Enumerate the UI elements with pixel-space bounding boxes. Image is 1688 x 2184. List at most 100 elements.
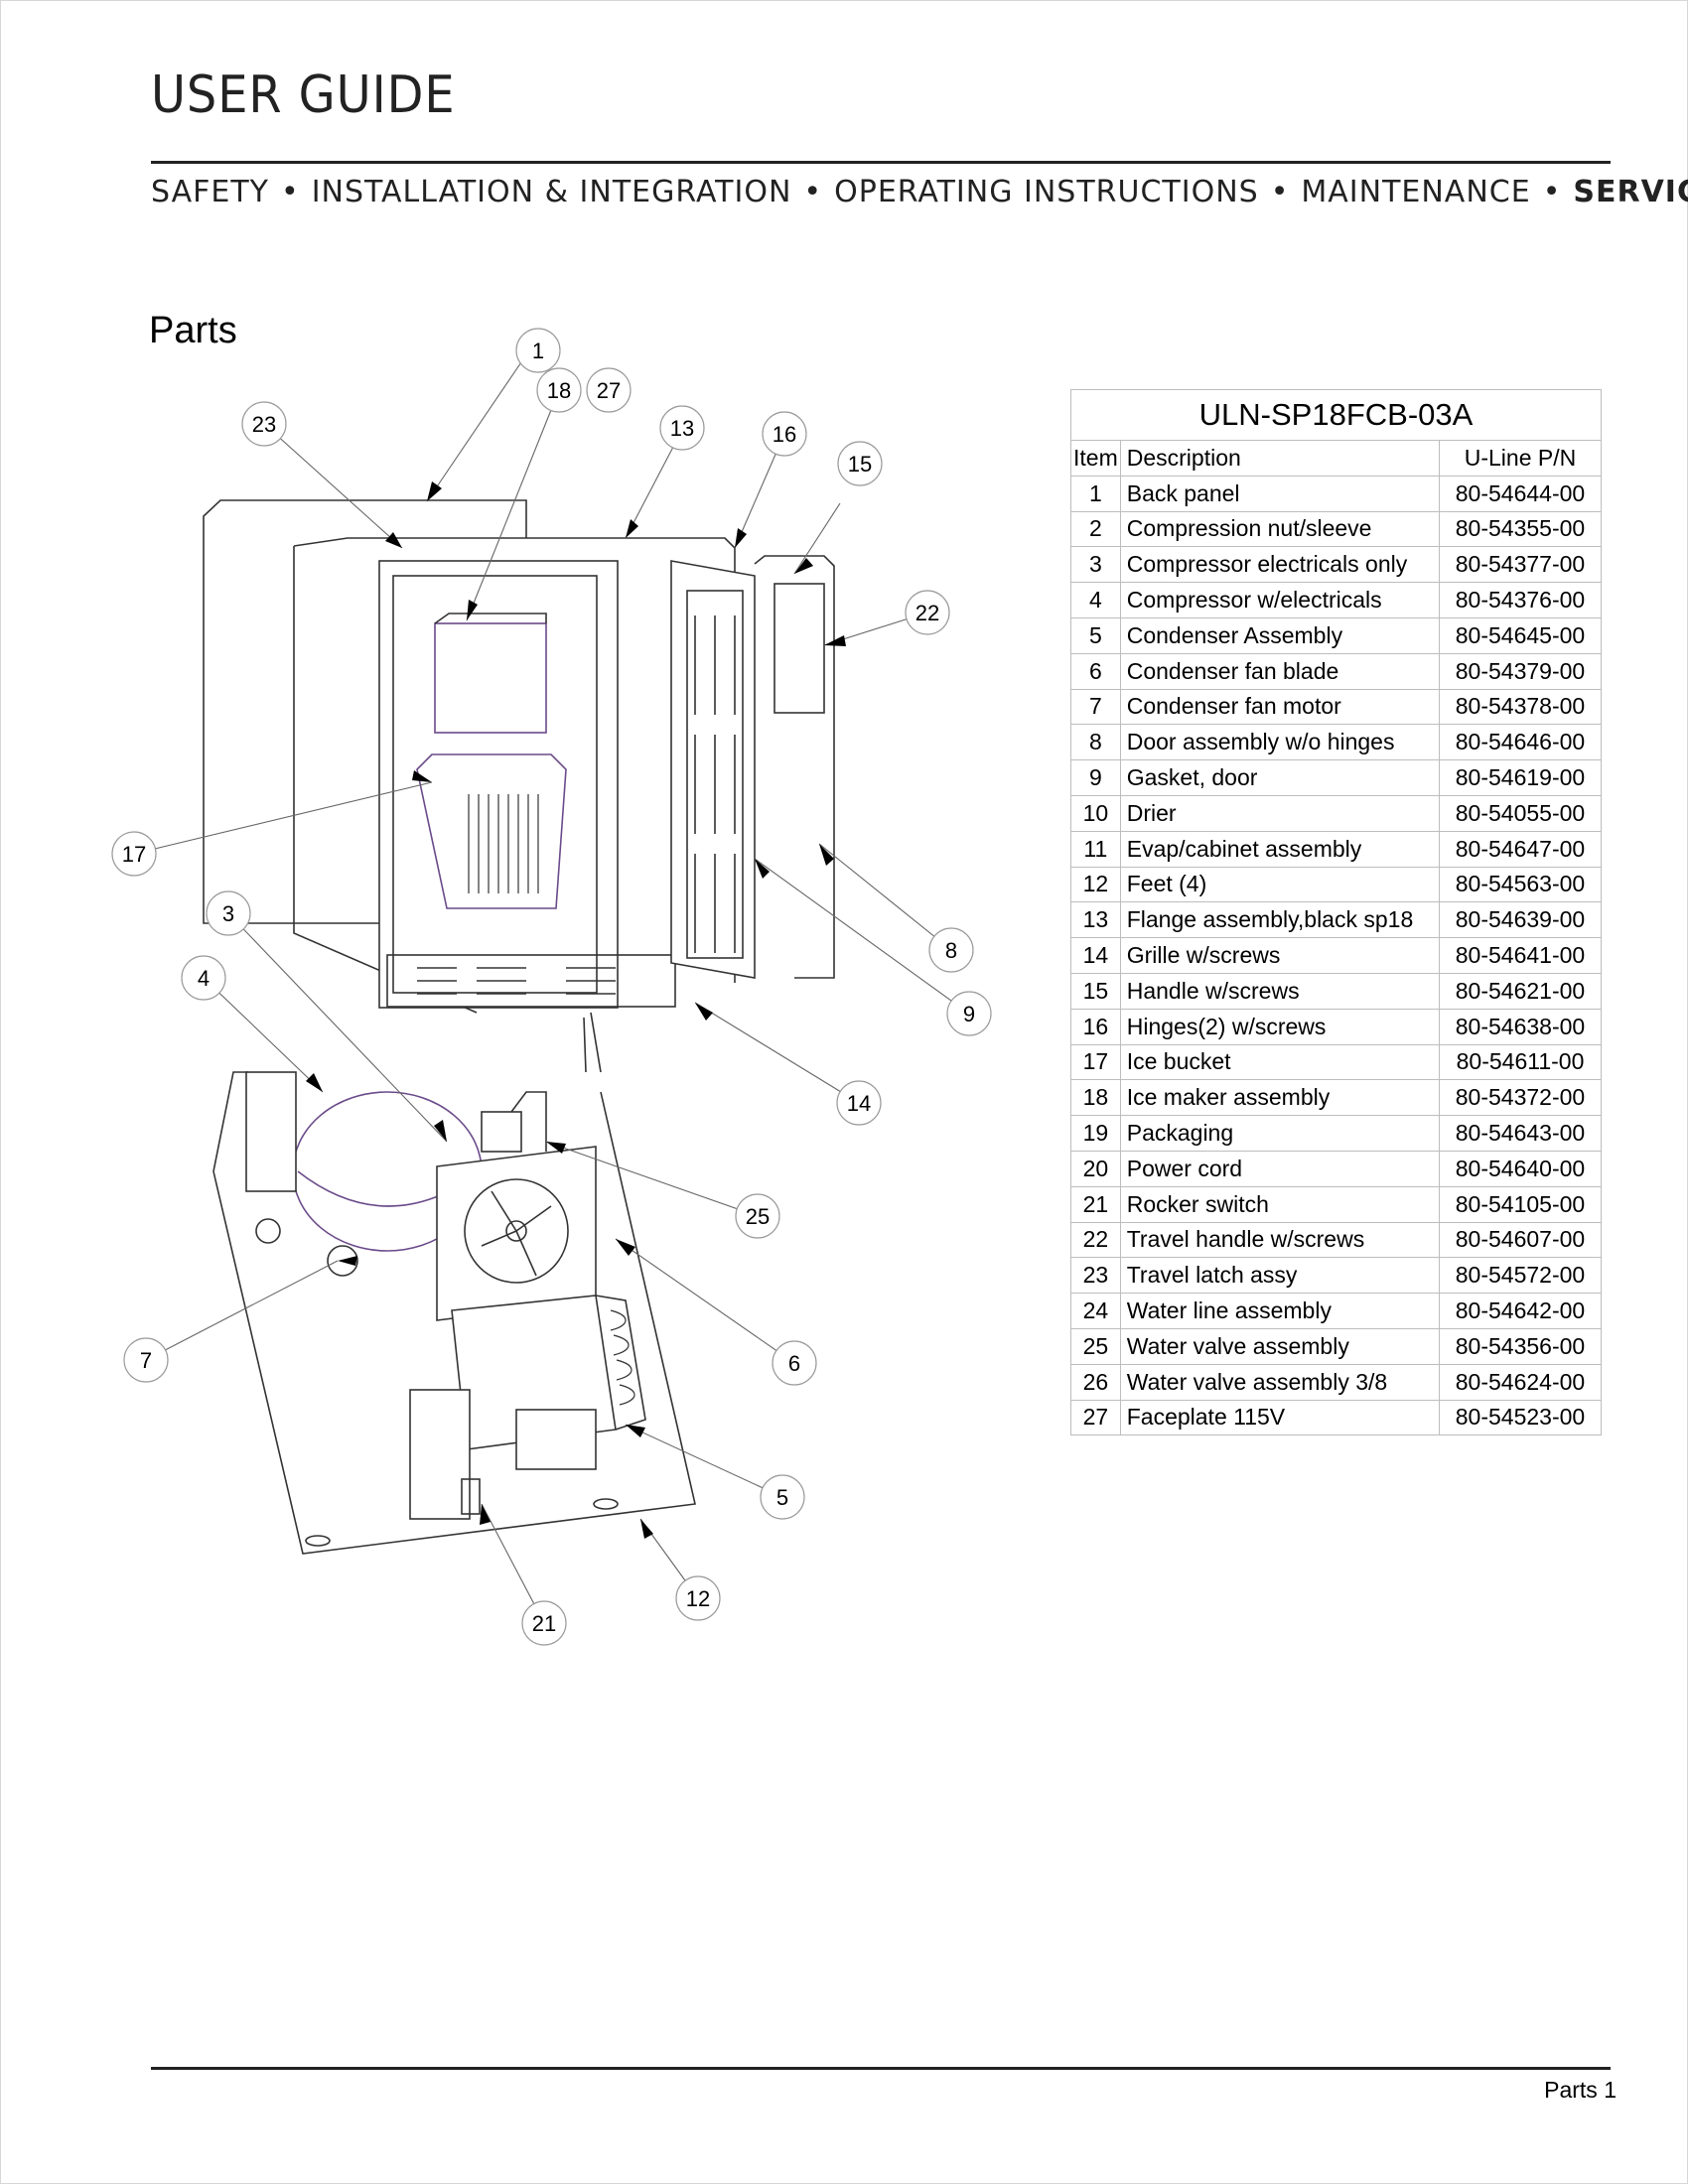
part-number-cell: 80-54055-00	[1439, 794, 1602, 832]
callout-bubble: 4	[181, 955, 226, 1001]
header-rule	[151, 161, 1611, 164]
section-service: SERVICE	[1573, 175, 1688, 209]
callout-number: 27	[597, 378, 621, 403]
callout-bubble: 27	[586, 367, 632, 413]
description-cell: Handle w/screws	[1119, 972, 1441, 1010]
item-number-cell: 11	[1070, 830, 1121, 868]
item-number-cell: 2	[1070, 510, 1121, 548]
part-number-cell: 80-54643-00	[1439, 1115, 1602, 1152]
part-number-cell: 80-54563-00	[1439, 866, 1602, 903]
description-cell: Water valve assembly	[1119, 1327, 1441, 1365]
part-number-cell: 80-54572-00	[1439, 1257, 1602, 1295]
footer-rule	[151, 2067, 1611, 2070]
description-cell: Back panel	[1119, 475, 1441, 512]
callout-bubble: 21	[521, 1600, 567, 1646]
section-operating: OPERATING INSTRUCTIONS	[834, 175, 1259, 209]
item-number-cell: 25	[1070, 1327, 1121, 1365]
callout-bubble: 18	[536, 367, 582, 413]
part-number-cell: 80-54645-00	[1439, 616, 1602, 654]
description-cell: Grille w/screws	[1119, 937, 1441, 974]
item-number-cell: 14	[1070, 937, 1121, 974]
callout-bubble: 1	[515, 328, 561, 373]
callout-number: 21	[532, 1611, 556, 1636]
callout-bubble: 12	[675, 1575, 721, 1621]
description-cell: Packaging	[1119, 1115, 1441, 1152]
callout-number: 22	[915, 601, 939, 625]
description-cell: Flange assembly,black sp18	[1119, 901, 1441, 939]
item-number-cell: 6	[1070, 652, 1121, 690]
part-number-cell: 80-54640-00	[1439, 1150, 1602, 1187]
callout-number: 23	[252, 412, 276, 437]
part-number-cell: 80-54379-00	[1439, 652, 1602, 690]
part-number-cell: 80-54638-00	[1439, 1008, 1602, 1045]
section-safety: SAFETY	[151, 175, 269, 209]
description-cell: Power cord	[1119, 1150, 1441, 1187]
section-nav: SAFETY • INSTALLATION & INTEGRATION • OP…	[151, 175, 1688, 209]
description-cell: Condenser fan motor	[1119, 688, 1441, 726]
description-cell: Door assembly w/o hinges	[1119, 724, 1441, 761]
parts-table: ULN-SP18FCB-03A Item Description U-Line …	[1070, 389, 1602, 1436]
part-number-cell: 80-54644-00	[1439, 475, 1602, 512]
callout-bubble: 14	[836, 1080, 882, 1126]
column-header-item: Item	[1070, 440, 1121, 477]
callout-number: 8	[945, 938, 957, 963]
callout-number: 1	[532, 339, 544, 363]
callout-number: 18	[547, 378, 571, 403]
bullet-separator: •	[803, 175, 823, 209]
callout-number: 15	[848, 452, 872, 477]
item-number-cell: 23	[1070, 1257, 1121, 1295]
callout-number: 17	[122, 842, 146, 867]
bullet-separator: •	[280, 175, 300, 209]
item-number-cell: 1	[1070, 475, 1121, 512]
description-cell: Compression nut/sleeve	[1119, 510, 1441, 548]
callout-bubble: 6	[772, 1340, 817, 1386]
item-number-cell: 22	[1070, 1221, 1121, 1259]
description-cell: Ice maker assembly	[1119, 1079, 1441, 1117]
description-cell: Condenser Assembly	[1119, 616, 1441, 654]
callout-bubble: 25	[735, 1193, 780, 1239]
document-title: USER GUIDE	[151, 66, 456, 125]
bullet-separator: •	[1542, 175, 1562, 209]
description-cell: Water valve assembly 3/8	[1119, 1363, 1441, 1401]
part-number-cell: 80-54639-00	[1439, 901, 1602, 939]
callout-number: 25	[746, 1204, 770, 1229]
callout-bubble: 23	[241, 401, 287, 447]
item-number-cell: 18	[1070, 1079, 1121, 1117]
item-number-cell: 19	[1070, 1115, 1121, 1152]
callout-number: 3	[222, 901, 234, 926]
callout-bubble: 9	[946, 991, 992, 1036]
callout-bubble: 16	[762, 411, 807, 457]
part-number-cell: 80-54372-00	[1439, 1079, 1602, 1117]
item-number-cell: 24	[1070, 1293, 1121, 1329]
item-number-cell: 15	[1070, 972, 1121, 1010]
part-number-cell: 80-54619-00	[1439, 759, 1602, 796]
callout-number: 12	[686, 1586, 710, 1611]
item-number-cell: 9	[1070, 759, 1121, 796]
callout-bubble: 8	[928, 927, 974, 973]
callout-bubble: 3	[206, 890, 251, 936]
part-number-cell: 80-54641-00	[1439, 937, 1602, 974]
part-number-cell: 80-54376-00	[1439, 582, 1602, 618]
item-number-cell: 16	[1070, 1008, 1121, 1045]
part-number-cell: 80-54523-00	[1439, 1399, 1602, 1436]
part-number-cell: 80-54607-00	[1439, 1221, 1602, 1259]
